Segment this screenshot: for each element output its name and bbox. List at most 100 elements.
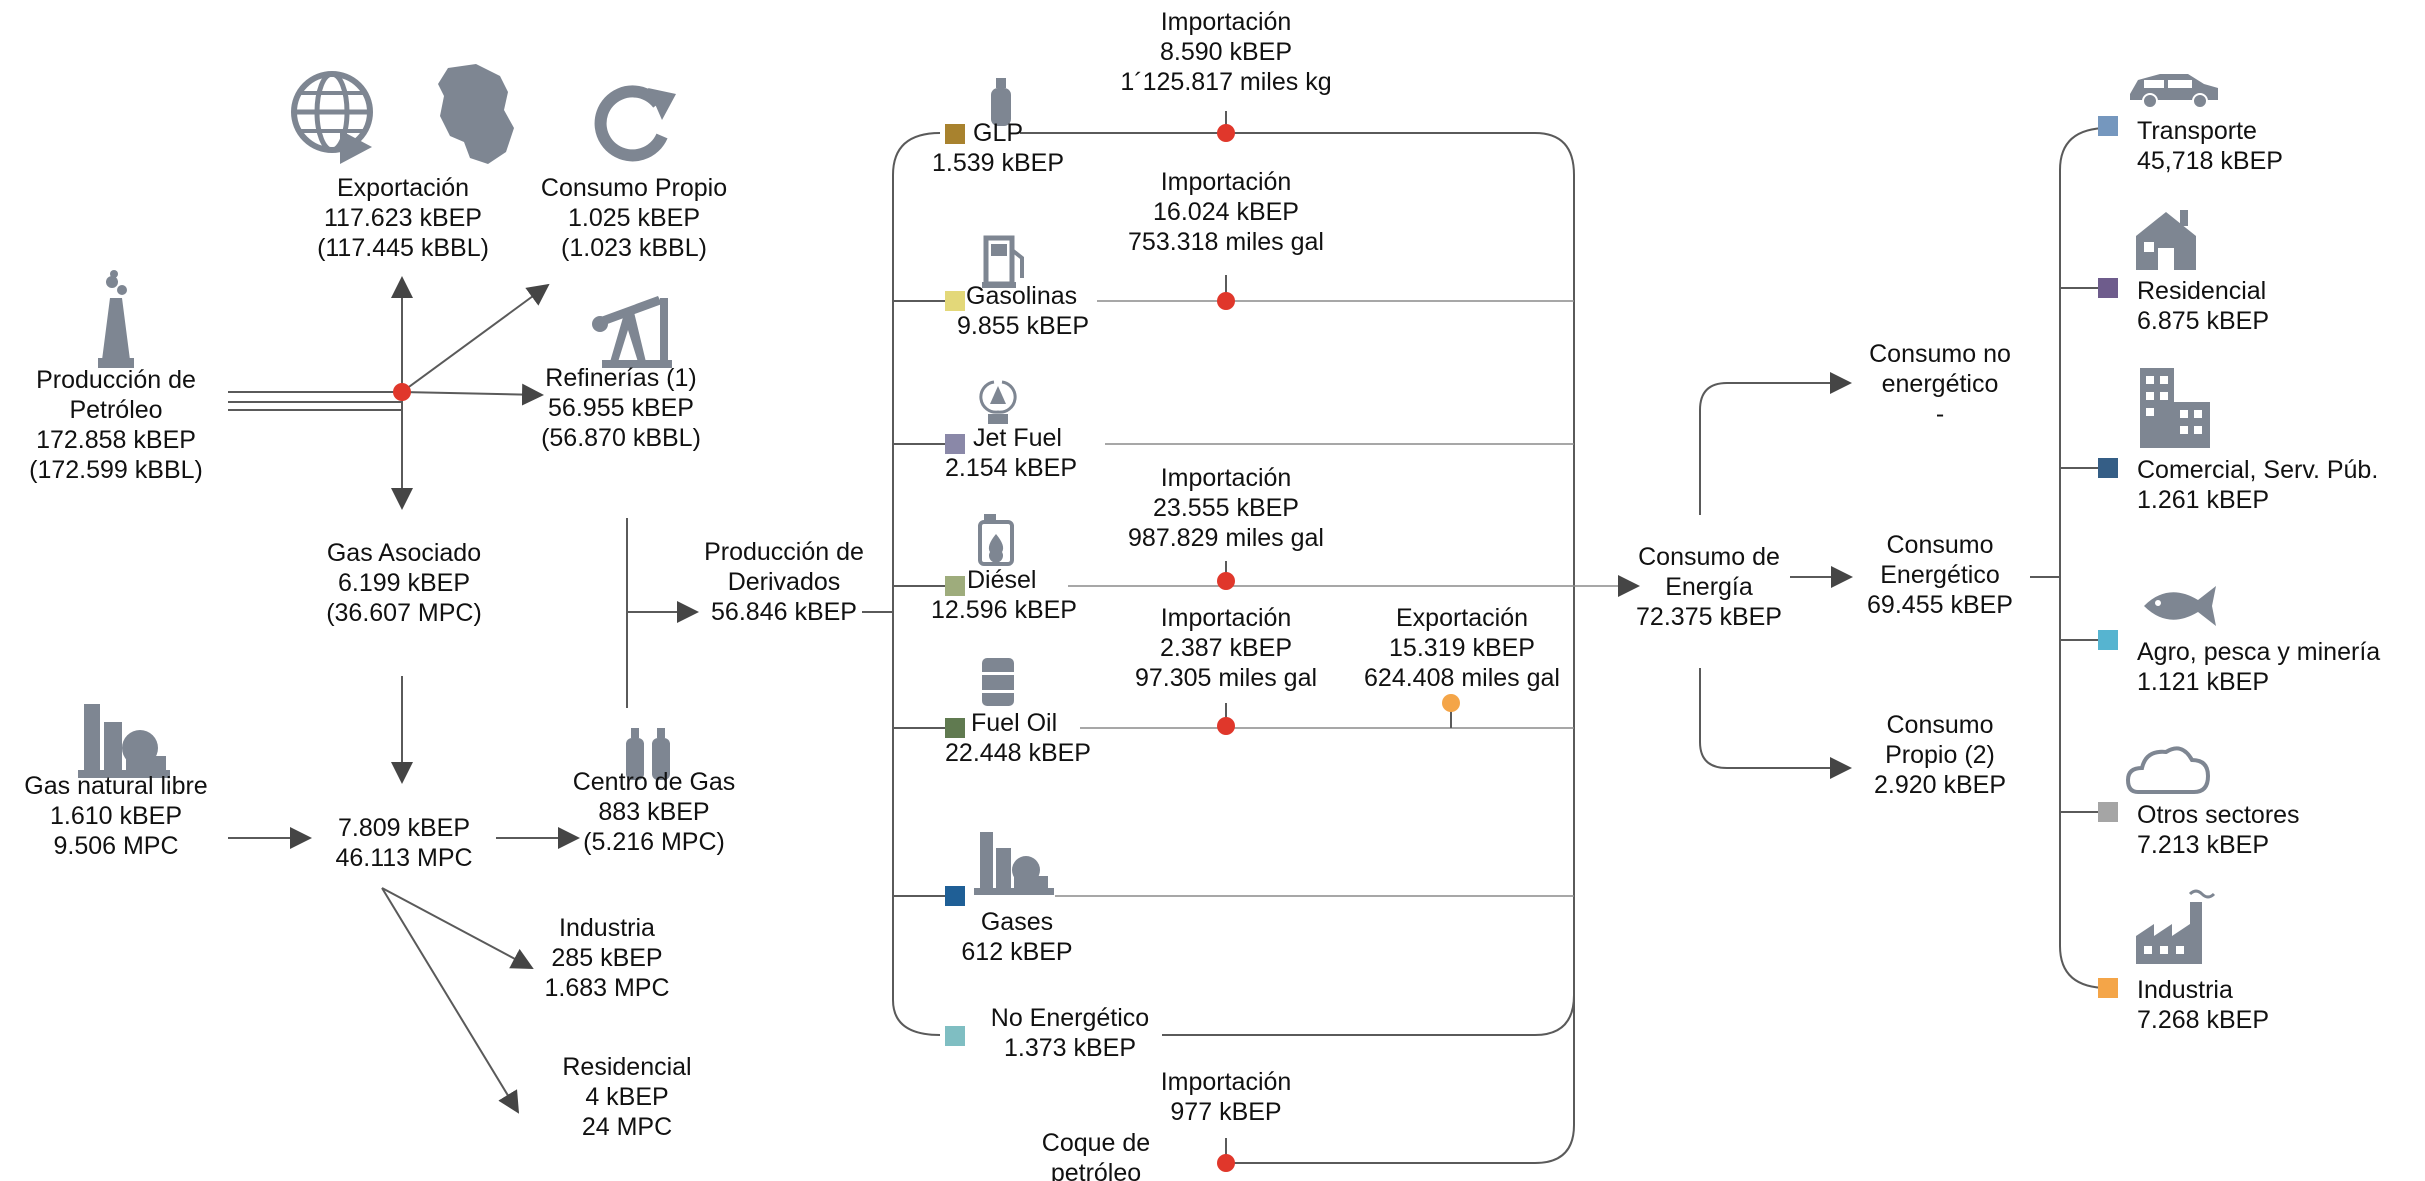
square-glp [945, 124, 965, 144]
label-gas-asociado-line-2: 6.199 kBEP [338, 569, 470, 597]
label-consumo-energetico-line-2: Energético [1880, 561, 2000, 589]
label-imp-fuel-oil-line-3: 97.305 miles gal [1135, 664, 1317, 692]
label-refinerias-line-2: 56.955 kBEP [548, 394, 694, 422]
label-imp-gasolinas-line-2: 16.024 kBEP [1153, 198, 1299, 226]
jet-fuel-icon [979, 380, 1017, 424]
square-transporte [2098, 116, 2118, 136]
cloud-icon [2125, 746, 2211, 794]
square-comercial [2098, 458, 2118, 478]
fish-icon [2144, 586, 2216, 626]
label-consumo-energia-line-2: Energía [1665, 573, 1753, 601]
label-diesel-line-1: Diésel [967, 566, 1036, 594]
square-otros [2098, 802, 2118, 822]
arrow-to-consumo-propio-2 [1699, 668, 1852, 779]
label-consumo-no-energetico-line-1: Consumo no [1869, 340, 2011, 368]
label-centro-de-gas-line-2: 883 kBEP [598, 798, 709, 826]
label-exp-fuel-oil-line-2: 15.319 kBEP [1389, 634, 1535, 662]
label-centro-de-gas-line-1: Centro de Gas [573, 768, 736, 796]
label-gasolinas-line-1: Gasolinas [966, 282, 1077, 310]
label-produccion-derivados-line-1: Producción de [704, 538, 864, 566]
square-agro [2098, 630, 2118, 650]
oil-well-icon [98, 270, 134, 368]
label-produccion-petroleo-line-1: Producción de [36, 366, 196, 394]
label-fuel-oil-line-1: Fuel Oil [971, 709, 1057, 737]
label-diesel-line-2: 12.596 kBEP [931, 596, 1077, 624]
label-consumo-energia-line-3: 72.375 kBEP [1636, 603, 1782, 631]
office-building-icon [2140, 368, 2210, 448]
label-exportacion-line-2: 117.623 kBEP [324, 204, 482, 232]
label-residencial-gas-line-3: 24 MPC [582, 1113, 672, 1141]
label-industria-line-1: Industria [2137, 976, 2233, 1004]
arrow-to-industria-gas [381, 887, 534, 969]
label-consumo-propio-line-3: (1.023 kBBL) [561, 234, 707, 262]
label-jet-fuel-line-2: 2.154 kBEP [945, 454, 1077, 482]
label-imp-fuel-oil-line-1: Importación [1161, 604, 1292, 632]
derivatives-connectors [862, 111, 1640, 1172]
label-agro-line-1: Agro, pesca y minería [2137, 638, 2380, 666]
label-imp-fuel-oil-line-2: 2.387 kBEP [1160, 634, 1292, 662]
consumption-connectors [1699, 127, 2109, 989]
diesel-canister-icon [978, 514, 1014, 566]
label-residencial-line-1: Residencial [2137, 277, 2266, 305]
label-imp-coque-line-2: 977 kBEP [1170, 1098, 1281, 1126]
label-transporte-line-1: Transporte [2137, 117, 2257, 145]
label-residencial-gas-line-1: Residencial [562, 1053, 691, 1081]
label-glp-line-1: GLP [973, 119, 1023, 147]
label-imp-glp-line-3: 1´125.817 miles kg [1120, 68, 1331, 96]
import-dot-glp [1217, 124, 1235, 142]
oil-split-node [393, 383, 411, 401]
label-consumo-energetico-line-3: 69.455 kBEP [1867, 591, 2013, 619]
arrow-to-consumo-no-energetico [1699, 372, 1852, 515]
label-coque-line-2: petróleo [1051, 1159, 1141, 1181]
label-gas-asociado-line-1: Gas Asociado [327, 539, 481, 567]
label-comercial-line-1: Comercial, Serv. Púb. [2137, 456, 2378, 484]
square-gasolinas [945, 291, 965, 311]
arrow-to-consumo-propio [401, 283, 550, 393]
label-industria-gas-line-2: 285 kBEP [551, 944, 662, 972]
sectors-bracket [2059, 127, 2109, 989]
label-comercial-line-2: 1.261 kBEP [2137, 486, 2269, 514]
square-no-energetico [945, 1026, 965, 1046]
label-residencial-line-2: 6.875 kBEP [2137, 307, 2269, 335]
label-transporte-line-2: 45,718 kBEP [2137, 147, 2283, 175]
label-no-energetico-line-2: 1.373 kBEP [1004, 1034, 1136, 1062]
globe-icon [291, 71, 373, 164]
label-consumo-energetico-line-1: Consumo [1887, 531, 1994, 559]
label-glp-line-2: 1.539 kBEP [932, 149, 1064, 177]
label-exportacion-line-3: (117.445 kBBL) [317, 234, 489, 262]
square-diesel [945, 576, 965, 596]
label-fuel-oil-line-2: 22.448 kBEP [945, 739, 1091, 767]
label-gas-asociado-line-3: (36.607 MPC) [326, 599, 482, 627]
gas-cylinder-icon [991, 78, 1011, 126]
label-exp-fuel-oil-line-1: Exportación [1396, 604, 1528, 632]
square-industria [2098, 978, 2118, 998]
square-residencial [2098, 278, 2118, 298]
label-no-energetico-line-1: No Energético [991, 1004, 1149, 1032]
label-gases-line-2: 612 kBEP [961, 938, 1072, 966]
export-dot-fuel-oil [1442, 694, 1460, 712]
left-bracket [892, 132, 941, 1036]
label-consumo-propio-line-1: Consumo Propio [541, 174, 727, 202]
label-exp-fuel-oil-line-3: 624.408 miles gal [1364, 664, 1560, 692]
